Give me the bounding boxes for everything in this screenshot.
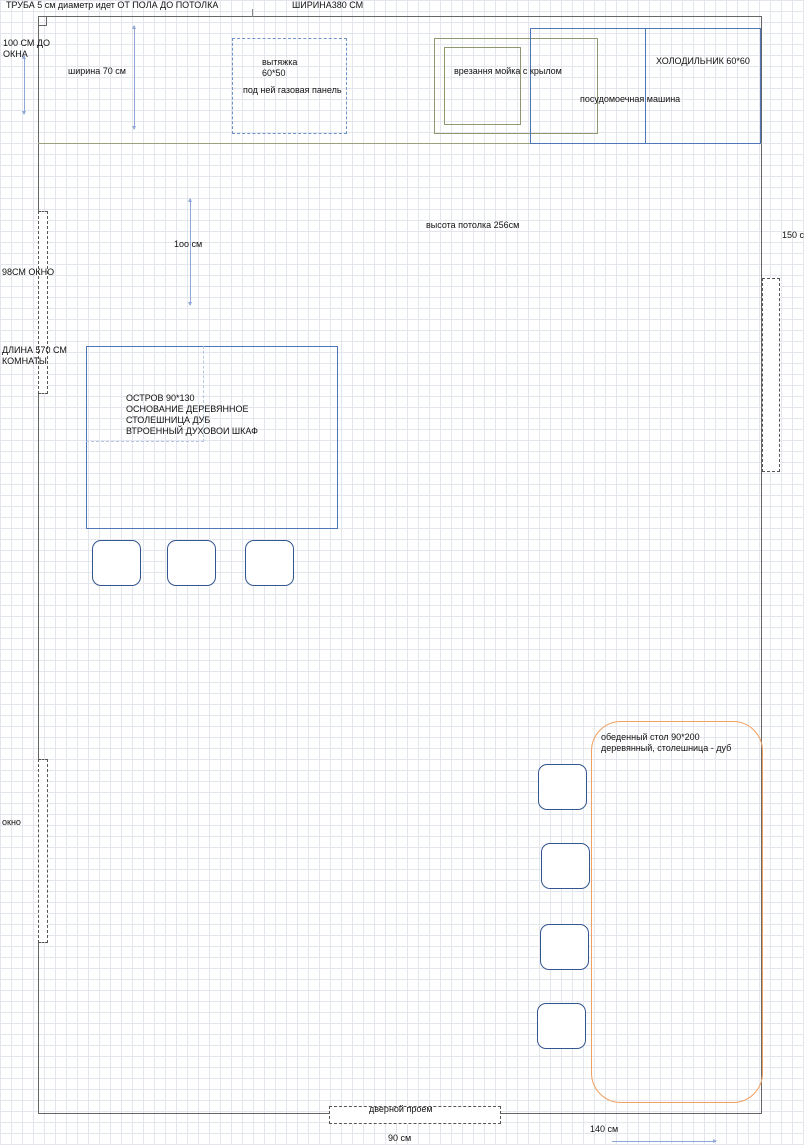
window-right: [762, 278, 780, 472]
dimension-140-label: 140 см: [590, 1124, 619, 1134]
fridge-label: ХОЛОДИЛЬНИК 60*60: [656, 56, 750, 66]
sink-label: врезання мойка с крылом: [454, 66, 562, 76]
sink-outer: [434, 38, 598, 134]
island-stool-2: [167, 540, 216, 586]
fridge-outline: [645, 28, 761, 144]
island-stool-1: [92, 540, 141, 586]
counter-width-label: ширина 70 см: [68, 66, 126, 76]
side-150-label: 150 с: [782, 230, 804, 240]
island-label: ОСТРОВ 90*130 ОСНОВАНИЕ ДЕРЕВЯННОЕ СТОЛЕ…: [126, 393, 258, 436]
distance-100-label: 1оо см: [174, 239, 203, 249]
dining-table-outline: [591, 721, 763, 1103]
dimension-arrow-counter: [132, 25, 136, 130]
sink-bowl: [444, 47, 521, 125]
doorway-label: дверной проем: [369, 1104, 433, 1114]
dining-table-label: обеденный стол 90*200 деревянный, столеш…: [601, 732, 732, 753]
window-distance-label: 100 СМ ДО ОКНА: [3, 38, 51, 59]
island-stool-3: [245, 540, 294, 586]
counter-front-line: [38, 143, 762, 144]
doorway-outline: [329, 1106, 501, 1124]
dimension-arrow-window: [22, 55, 26, 115]
window-left-top: [38, 211, 48, 394]
dishwasher-outline: [530, 28, 646, 144]
ceiling-height-label: высота потолка 256см: [426, 220, 520, 230]
hood-label: вытяжка 60*50: [262, 57, 298, 78]
pipe-tick: [252, 9, 253, 17]
dimension-arrow-140: [612, 1139, 717, 1143]
island-outline: [86, 346, 338, 529]
dining-stool-1: [538, 764, 587, 810]
door-width-label: 90 см: [388, 1133, 412, 1143]
window-label: окно: [2, 817, 21, 827]
dishwasher-label: посудомоечная машина: [580, 94, 681, 104]
pipe-label: ТРУБА 5 см диаметр идет ОТ ПОЛА ДО ПОТОЛ…: [6, 0, 219, 10]
window-left-bottom: [38, 759, 48, 943]
gas-panel-label: под ней газовая панель: [243, 85, 342, 95]
dimension-arrow-100: [188, 198, 192, 306]
island-inner-dashed: [86, 346, 204, 442]
hood-outline: [232, 38, 347, 134]
dining-stool-4: [537, 1003, 586, 1049]
dining-stool-2: [541, 843, 590, 889]
window-98-label: 98СМ ОКНО: [2, 267, 55, 277]
room-width-label: ШИРИНА380 СМ: [292, 0, 364, 10]
pipe-marker: [38, 16, 47, 26]
room-length-label: ДЛИНА 570 СМ КОМНАТЫ: [2, 345, 67, 366]
dining-stool-3: [540, 924, 589, 970]
